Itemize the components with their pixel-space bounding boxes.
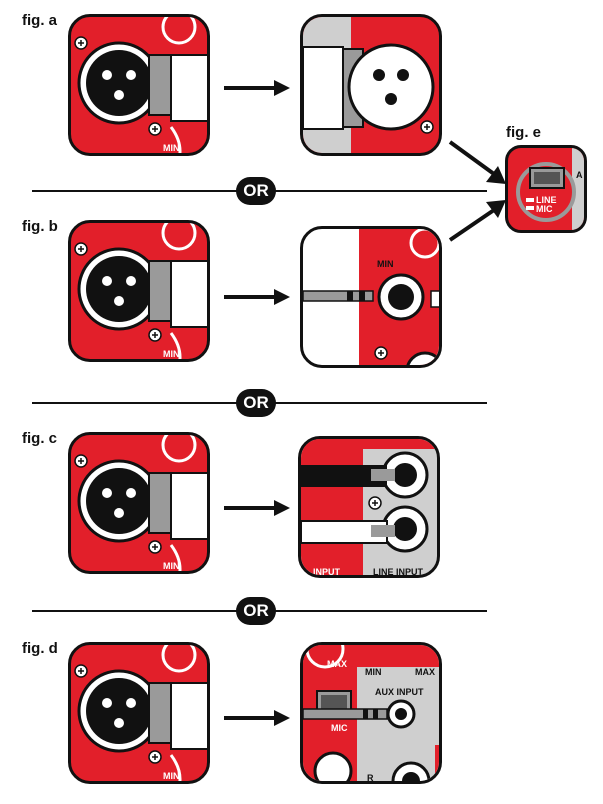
fig-c-input-label: INPUT [313, 567, 340, 577]
fig-b-target-panel: MIN [300, 226, 442, 368]
xlr-jack-illustration [74, 17, 207, 153]
fig-a-target-panel [300, 14, 442, 156]
fig-d-source-panel: MIN [68, 642, 210, 784]
fig-b-target-min-label: MIN [377, 259, 394, 269]
fig-b-label: fig. b [22, 218, 58, 235]
fig-a-label: fig. a [22, 12, 58, 29]
or-badge-3: OR [236, 597, 276, 625]
fig-d-max-left-label: MAX [327, 659, 347, 669]
xlr-jack-illustration [74, 435, 207, 571]
or-badge-2: OR [236, 389, 276, 417]
fig-d-mic-label: MIC [331, 723, 348, 733]
fig-b-source-panel: MIN [68, 220, 210, 362]
fig-d-target-panel: MAX MIN MAX AUX INPUT MIC R [300, 642, 442, 784]
fig-c-line-input-label: LINE INPUT [373, 567, 424, 577]
fig-a-arrow [224, 80, 290, 96]
fig-d-aux-input-label: AUX INPUT [375, 687, 424, 697]
quarter-inch-plug-illustration [303, 229, 439, 365]
xlr-plug-inserted-illustration [303, 17, 435, 153]
aux-input-plug-illustration [303, 645, 439, 781]
fig-e-a-label: A [576, 170, 583, 180]
fig-a-min-label: MIN [163, 143, 180, 153]
fig-e-panel: LINE MIC A [505, 145, 587, 233]
or-badge-1: OR [236, 177, 276, 205]
xlr-jack-illustration [74, 223, 207, 359]
fig-d-min-label: MIN [163, 771, 180, 781]
fig-b-to-e-arrow [448, 200, 506, 242]
rca-plugs-illustration [301, 439, 437, 575]
fig-a-source-panel: MIN [68, 14, 210, 156]
fig-c-target-panel: INPUT LINE INPUT [298, 436, 440, 578]
fig-c-arrow [224, 500, 290, 516]
fig-e-label: fig. e [506, 124, 542, 141]
fig-d-max-right-label: MAX [415, 667, 435, 677]
fig-b-arrow [224, 289, 290, 305]
fig-d-arrow [224, 710, 290, 726]
fig-b-min-label: MIN [163, 349, 180, 359]
fig-e-line-label: LINE [536, 195, 557, 205]
fig-d-label: fig. d [22, 640, 58, 657]
fig-e-mic-label: MIC [536, 204, 553, 214]
xlr-jack-illustration [74, 645, 207, 781]
fig-c-min-label: MIN [163, 561, 180, 571]
fig-a-to-e-arrow [448, 140, 506, 184]
fig-d-min-label-target: MIN [365, 667, 382, 677]
line-mic-switch-illustration [516, 148, 584, 230]
fig-c-label: fig. c [22, 430, 58, 447]
fig-d-r-label: R [367, 773, 374, 783]
fig-c-source-panel: MIN [68, 432, 210, 574]
